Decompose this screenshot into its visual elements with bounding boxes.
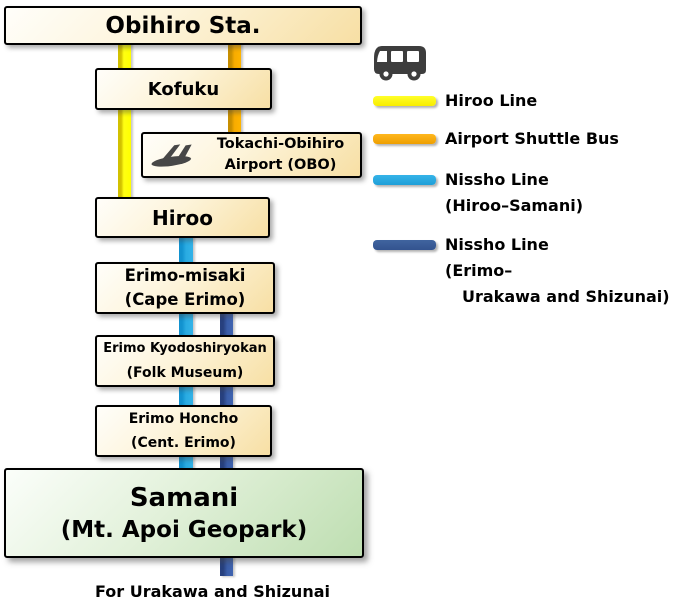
- station-kofuku-label: Kofuku: [147, 78, 220, 100]
- station-samani: Samani (Mt. Apoi Geopark): [4, 468, 364, 558]
- station-hiroo-label: Hiroo: [152, 205, 213, 230]
- station-samani-label-line2: (Mt. Apoi Geopark): [60, 517, 308, 543]
- station-samani-label-line1: Samani: [129, 483, 239, 513]
- station-kofuku: Kofuku: [95, 68, 272, 110]
- legend-text: (Erimo–: [445, 261, 513, 280]
- station-erimo-honcho-label-line1: Erimo Honcho: [128, 411, 239, 427]
- bus-icon: [372, 44, 432, 84]
- station-erimo-honcho: Erimo Honcho (Cent. Erimo): [95, 405, 272, 457]
- station-obihiro-label: Obihiro Sta.: [105, 12, 261, 39]
- station-airport-label-line2: Airport (OBO): [224, 157, 337, 173]
- station-airport-label-line1: Tokachi-Obihiro: [216, 136, 345, 152]
- legend-label-hiroo-line: Hiroo Line: [445, 88, 537, 114]
- station-erimo-misaki-label-line2: (Cape Erimo): [124, 290, 246, 309]
- station-folk-museum-label-line2: (Folk Museum): [126, 365, 244, 381]
- legend-swatch-nissho-hiroo-samani: [373, 175, 436, 185]
- legend-swatch-airport-shuttle: [373, 134, 436, 144]
- station-airport-label: Tokachi-Obihiro Airport (OBO): [201, 134, 360, 176]
- station-erimo-misaki-label-line1: Erimo-misaki: [124, 266, 246, 285]
- station-erimo-honcho-label-line2: (Cent. Erimo): [131, 435, 236, 451]
- station-folk-museum-label-line1: Erimo Kyodoshiryokan: [103, 341, 267, 356]
- station-airport: Tokachi-Obihiro Airport (OBO): [141, 132, 362, 178]
- station-hiroo: Hiroo: [95, 197, 270, 238]
- legend-text: Nissho Line: [445, 235, 549, 254]
- legend-text: Hiroo Line: [445, 91, 538, 110]
- legend-swatch-nissho-erimo: [373, 240, 436, 250]
- legend-text: Nissho Line: [445, 170, 549, 189]
- legend-label-airport-shuttle: Airport Shuttle Bus: [445, 126, 619, 152]
- airplane-icon: [147, 135, 199, 175]
- legend-text: (Hiroo–Samani): [445, 196, 584, 215]
- station-obihiro: Obihiro Sta.: [4, 6, 362, 45]
- station-folk-museum: Erimo Kyodoshiryokan (Folk Museum): [95, 335, 275, 387]
- hiroo-line-segment: [118, 28, 131, 218]
- legend-label-nissho-erimo: Nissho Line (Erimo– Urakawa and Shizunai…: [445, 232, 670, 310]
- footnote-urakawa-shizunai: For Urakawa and Shizunai: [95, 582, 330, 601]
- legend-label-nissho-hiroo-samani: Nissho Line (Hiroo–Samani): [445, 167, 583, 219]
- legend-text: Airport Shuttle Bus: [445, 129, 619, 148]
- station-erimo-misaki: Erimo-misaki (Cape Erimo): [95, 262, 275, 314]
- legend-text: Urakawa and Shizunai): [462, 287, 670, 306]
- legend-swatch-hiroo-line: [373, 96, 436, 106]
